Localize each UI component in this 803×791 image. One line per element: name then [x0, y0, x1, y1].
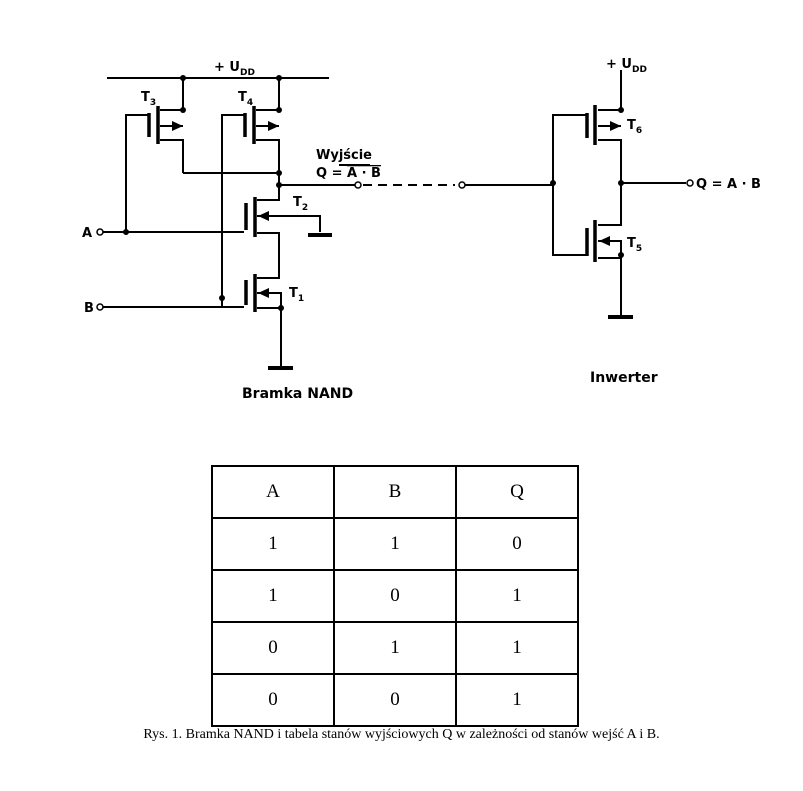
cell-q: 1: [455, 569, 579, 623]
transistor-t5: [585, 183, 633, 319]
header-b: B: [333, 465, 457, 519]
cell-a: 1: [211, 569, 335, 623]
supply-label-left: + UDD: [214, 60, 255, 78]
input-b-label: B: [84, 301, 94, 316]
table-row: 1 1 0: [211, 517, 579, 571]
supply-label-right: + UDD: [606, 57, 647, 75]
transistor-t3: [125, 75, 186, 232]
transistor-t6: [550, 105, 624, 256]
input-a-terminal: [96, 228, 104, 236]
cell-q: 1: [455, 621, 579, 675]
truth-table-header-row: A B Q: [211, 465, 579, 519]
header-q: Q: [455, 465, 579, 519]
t2-label: T2: [293, 195, 308, 213]
figure-caption: Rys. 1. Bramka NAND i tabela stanów wyjś…: [143, 727, 660, 742]
transistor-t4: [221, 75, 282, 298]
t6-label: T6: [627, 118, 642, 136]
t1-label: T1: [289, 286, 304, 304]
output-label: Wyjście: [316, 148, 372, 163]
inverter-output-terminal: [686, 179, 694, 187]
nand-caption: Bramka NAND: [242, 386, 353, 402]
cell-b: 0: [333, 569, 457, 623]
cell-b: 0: [333, 673, 457, 727]
input-b-terminal: [96, 303, 104, 311]
t5-label: T5: [627, 236, 642, 254]
t4-label: T4: [238, 90, 253, 108]
inverter-output-label: Q = A · B: [696, 177, 761, 192]
cell-a: 0: [211, 673, 335, 727]
cell-a: 1: [211, 517, 335, 571]
transistor-t2: [244, 185, 332, 265]
table-row: 0 0 1: [211, 673, 579, 727]
transistor-t1: [244, 265, 293, 370]
table-row: 1 0 1: [211, 569, 579, 623]
inverter-caption: Inwerter: [590, 370, 658, 386]
nand-output-terminal: [354, 181, 362, 189]
cell-q: 1: [455, 673, 579, 727]
cell-b: 1: [333, 517, 457, 571]
output-expression: Q = A · B: [316, 166, 381, 181]
input-a-label: A: [82, 226, 92, 241]
header-a: A: [211, 465, 335, 519]
table-row: 0 1 1: [211, 621, 579, 675]
truth-table: A B Q 1 1 0 1 0 1 0 1 1 0 0 1: [211, 465, 579, 727]
cell-a: 0: [211, 621, 335, 675]
nand-circuit-diagram: + UDD T3 T4 T2: [82, 57, 761, 402]
t3-label: T3: [141, 90, 156, 108]
nand-output-wire: [183, 172, 357, 186]
cell-q: 0: [455, 517, 579, 571]
cell-b: 1: [333, 621, 457, 675]
